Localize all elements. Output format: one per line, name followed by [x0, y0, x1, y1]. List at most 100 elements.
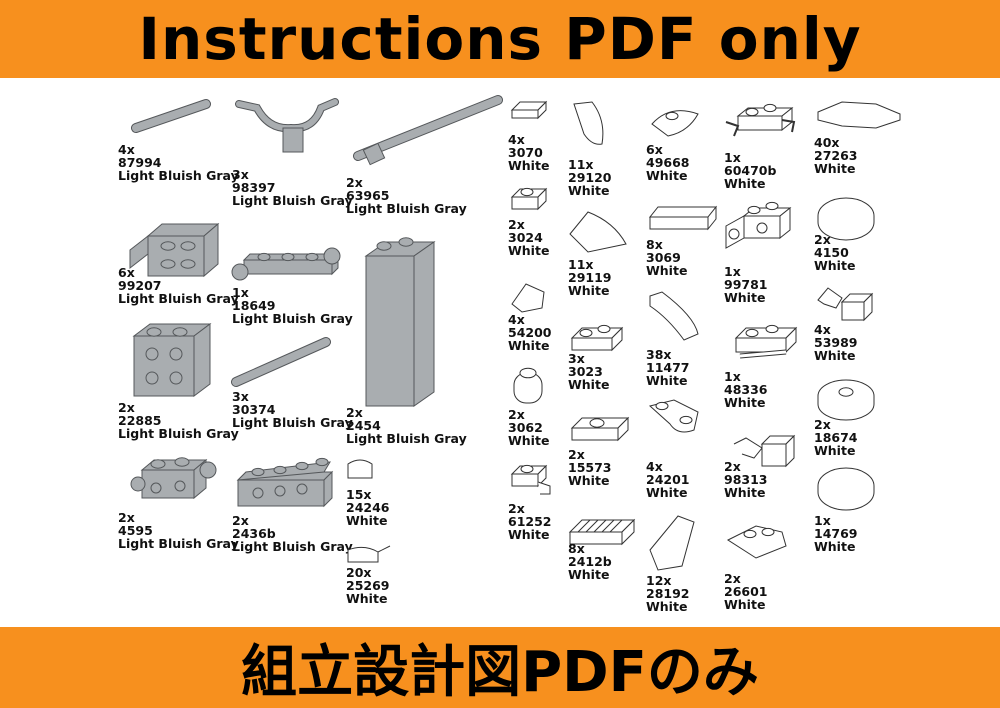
part-number: 24201: [646, 472, 690, 487]
tile-round-2x2-plain-icon: [817, 467, 875, 511]
part-color: White: [814, 443, 856, 458]
part-color: Light Bluish Gray: [118, 291, 239, 306]
part-color: White: [568, 283, 610, 298]
part-number: 87994: [118, 155, 162, 170]
header-banner: Instructions PDF only: [0, 0, 1000, 78]
part-color: White: [724, 290, 766, 305]
part-qty: 2x: [508, 501, 525, 516]
part-qty: 3x: [232, 389, 249, 404]
tile-quarter-round-icon: [347, 545, 391, 563]
part-color: White: [646, 485, 688, 500]
wedge-right-icon: [569, 211, 627, 253]
part-qty: 8x: [568, 541, 585, 556]
plate-handle-icon: [734, 324, 798, 359]
part-qty: 1x: [724, 150, 741, 165]
part-qty: 3x: [232, 167, 249, 182]
footer-title: 組立設計図PDFのみ: [241, 640, 759, 705]
plate-tooth-icon: [651, 110, 699, 137]
bracket-1x2-icon: [725, 201, 792, 249]
part-number: 48336: [724, 382, 768, 397]
part-color: White: [508, 433, 550, 448]
part-color: White: [646, 373, 688, 388]
brick-studs-side-icon: [132, 323, 212, 397]
part-color: White: [724, 597, 766, 612]
part-number: 61252: [508, 514, 552, 529]
part-number: 99207: [118, 278, 162, 293]
part-color: White: [568, 183, 610, 198]
part-color: White: [508, 338, 550, 353]
part-number: 4595: [118, 523, 153, 538]
jumper-plate-icon: [570, 416, 630, 442]
part-number: 28192: [646, 586, 690, 601]
part-number: 53989: [814, 335, 858, 350]
part-qty: 12x: [646, 573, 672, 588]
part-qty: 8x: [646, 237, 663, 252]
part-number: 63965: [346, 188, 390, 203]
bracket-1x4-icon: [236, 457, 334, 508]
brick-tall-icon: [364, 237, 436, 407]
part-number: 18649: [232, 298, 276, 313]
part-qty: 2x: [232, 513, 249, 528]
tile-1x2-icon: [648, 205, 718, 231]
footer-banner: 組立設計図PDFのみ: [0, 627, 1000, 708]
part-qty: 1x: [814, 513, 831, 528]
wedge-plate-icon: [726, 525, 787, 559]
part-number: 49668: [646, 155, 690, 170]
part-qty: 11x: [568, 257, 594, 272]
part-qty: 11x: [568, 157, 594, 172]
part-number: 25269: [346, 578, 390, 593]
part-number: 26601: [724, 584, 768, 599]
part-qty: 2x: [118, 510, 135, 525]
part-qty: 2x: [346, 175, 363, 190]
part-color: White: [814, 539, 856, 554]
part-number: 3069: [646, 250, 681, 265]
part-number: 2412b: [568, 554, 612, 569]
part-number: 22885: [118, 413, 162, 428]
part-color: White: [724, 485, 766, 500]
part-color: White: [568, 567, 610, 582]
bar-long-stop-icon: [353, 95, 503, 166]
part-qty: 38x: [646, 347, 672, 362]
part-color: White: [724, 395, 766, 410]
part-color: White: [346, 513, 388, 528]
part-qty: 3x: [568, 351, 585, 366]
slope-1x2-icon: [649, 515, 695, 571]
part-number: 3023: [568, 364, 603, 379]
part-qty: 1x: [724, 369, 741, 384]
wedge-left-icon: [573, 101, 604, 145]
part-qty: 20x: [346, 565, 372, 580]
slope-cheese-icon: [511, 283, 545, 313]
part-color: Light Bluish Gray: [118, 426, 239, 441]
part-number: 98313: [724, 472, 768, 487]
clip-bar-icon: [733, 434, 796, 468]
brick-round-icon: [513, 367, 543, 404]
part-color: Light Bluish Gray: [232, 193, 353, 208]
arm-clip-icon: [817, 287, 874, 322]
part-color: White: [814, 258, 856, 273]
header-title: Instructions PDF only: [138, 5, 862, 73]
part-qty: 2x: [814, 232, 831, 247]
part-number: 29120: [568, 170, 612, 185]
slope-inverted-icon: [648, 399, 699, 433]
part-qty: 2x: [568, 447, 585, 462]
